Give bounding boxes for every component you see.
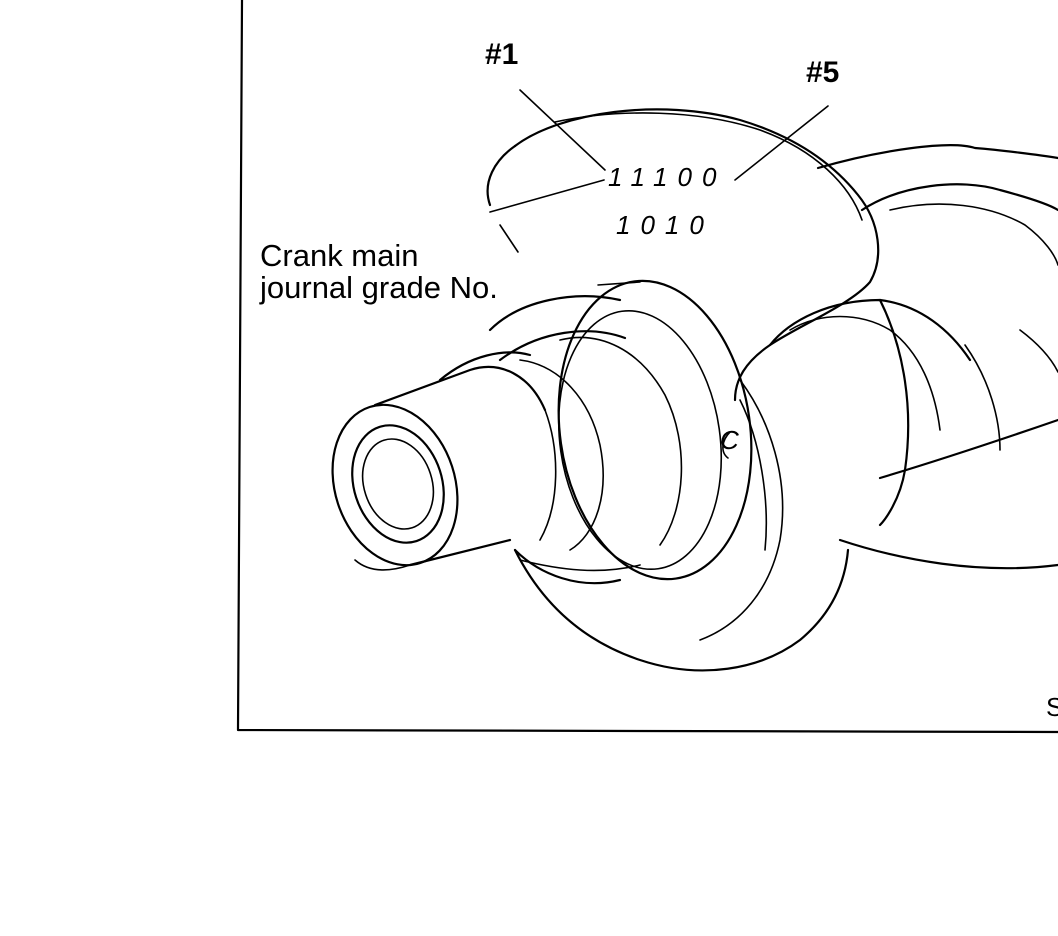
grade-code-row-2: 1010 — [616, 210, 714, 240]
mark-c-label: C — [720, 425, 739, 455]
crank-web-2 — [768, 144, 1058, 570]
leader-lines — [489, 89, 829, 286]
leader-grade-3 — [597, 281, 641, 286]
leader-grade-1 — [489, 179, 605, 213]
cylinder-1-label: #1 — [485, 38, 519, 71]
corner-code-label: S — [1046, 692, 1058, 722]
crank-snout — [331, 351, 604, 571]
grade-title-line-2: journal grade No. — [260, 270, 498, 305]
counterweight-1 — [486, 108, 880, 402]
counterweight-lobe — [513, 379, 850, 672]
figure-frame — [236, 0, 1058, 734]
cylinder-5-label: #5 — [806, 56, 840, 89]
leader-grade-2 — [499, 224, 519, 253]
leader-cyl5 — [734, 105, 829, 181]
main-journal — [488, 279, 753, 585]
grade-title-line-1: Crank main — [260, 238, 419, 273]
leader-cyl1 — [519, 89, 606, 171]
oil-hole-mark — [722, 431, 731, 459]
grade-code-row-1: 11100 — [608, 162, 727, 192]
